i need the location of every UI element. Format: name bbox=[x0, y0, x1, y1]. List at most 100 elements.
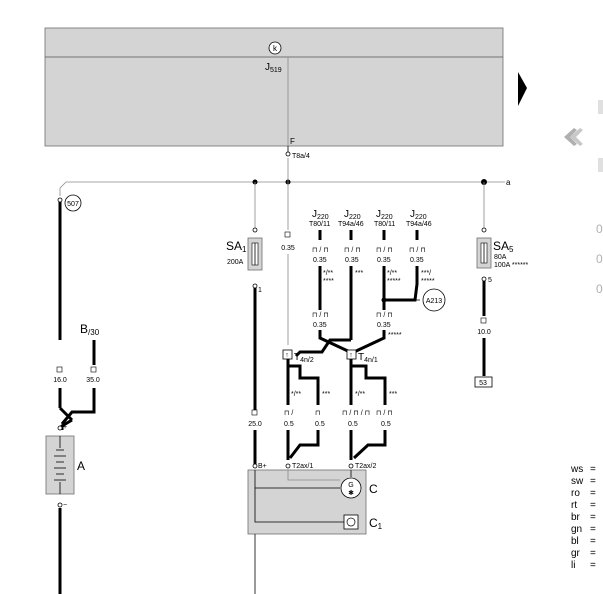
wire-16-label: 16.0 bbox=[53, 377, 67, 384]
svg-text:li: li bbox=[571, 560, 575, 571]
svg-text:B+: B+ bbox=[258, 463, 267, 470]
svg-text:⊓ / ⊓: ⊓ / ⊓ bbox=[376, 312, 393, 319]
svg-text:*/**: */** bbox=[387, 270, 397, 277]
fuse-sa5: SA5 80A 100A ****** 5 10.0 53 bbox=[474, 182, 529, 388]
svg-text:0.35: 0.35 bbox=[313, 257, 327, 264]
svg-text:5: 5 bbox=[488, 277, 492, 284]
svg-text:=: = bbox=[590, 524, 596, 535]
j519-name: J519 bbox=[265, 62, 282, 74]
svg-text:J220: J220 bbox=[376, 209, 393, 221]
wire-35-label: 35.0 bbox=[86, 377, 100, 384]
connector-t4n2: ↑ T4n/2 */** *** bbox=[282, 349, 330, 405]
svg-text:*/**: */** bbox=[323, 270, 333, 277]
svg-text:A: A bbox=[77, 459, 85, 473]
svg-text:***/: ***/ bbox=[421, 270, 431, 277]
svg-text:1: 1 bbox=[258, 287, 262, 294]
svg-text:=: = bbox=[590, 536, 596, 547]
svg-text:*/**: */** bbox=[355, 391, 365, 398]
svg-text:T2ax/1: T2ax/1 bbox=[292, 463, 314, 470]
b30-label: B/30 bbox=[80, 322, 100, 337]
svg-text:gr: gr bbox=[571, 548, 581, 559]
connector-t4n1: ↑ T4n/1 */** *** bbox=[346, 349, 397, 405]
svg-text:ws: ws bbox=[570, 464, 583, 475]
terminal-507 bbox=[64, 194, 82, 212]
battery-a: + A − bbox=[45, 424, 85, 594]
wire-05a-label: 0.5 bbox=[284, 421, 294, 428]
svg-text:sw: sw bbox=[571, 476, 584, 487]
terminal-53-box bbox=[474, 376, 493, 388]
svg-text:=: = bbox=[590, 488, 596, 499]
svg-text:200A: 200A bbox=[227, 259, 244, 266]
wire-25-label: 25.0 bbox=[248, 421, 262, 428]
svg-text:bl: bl bbox=[571, 536, 579, 547]
svg-text:ro: ro bbox=[571, 488, 580, 499]
svg-text:J220: J220 bbox=[312, 209, 329, 221]
svg-text:C: C bbox=[369, 482, 378, 496]
svg-text:G: G bbox=[348, 482, 353, 489]
svg-text:−: − bbox=[63, 502, 67, 509]
pin-f-label: F bbox=[290, 137, 295, 146]
svg-text:✱: ✱ bbox=[348, 489, 354, 497]
wire-05b-label: 0.5 bbox=[315, 421, 325, 428]
side-glyph-3: 0 bbox=[596, 282, 603, 296]
svg-text:80A: 80A bbox=[494, 254, 507, 261]
j220-0: J220 T80/11 ⊓ / ⊓ 0.35 */** **** bbox=[309, 209, 334, 310]
svg-text:=: = bbox=[590, 548, 596, 559]
svg-text:br: br bbox=[571, 512, 581, 523]
svg-text:T4n/1: T4n/1 bbox=[358, 352, 378, 364]
svg-text:J220: J220 bbox=[344, 209, 361, 221]
svg-text:+: + bbox=[63, 424, 67, 431]
svg-text:A213: A213 bbox=[426, 298, 442, 305]
control-unit-j519: k J519 bbox=[44, 27, 504, 147]
generator-c: B+ T2ax/1 T2ax/2 G ✱ C C1 bbox=[247, 463, 383, 594]
svg-text:⊓ / ⊓: ⊓ / ⊓ bbox=[312, 312, 329, 319]
svg-text:⊓ / ⊓: ⊓ / ⊓ bbox=[376, 247, 393, 254]
stars-r-label: ***** bbox=[388, 332, 402, 339]
color-legend: ws= sw= ro= rt= br= gn= bl= gr= li= bbox=[570, 464, 596, 571]
rail-a: a bbox=[59, 178, 511, 196]
svg-text:⊓ /: ⊓ / bbox=[284, 410, 293, 417]
svg-text:⊓ / ⊓: ⊓ / ⊓ bbox=[312, 247, 329, 254]
rail-label: a bbox=[506, 178, 511, 187]
svg-text:*****: ***** bbox=[421, 278, 435, 285]
wire-035-l-label: 0.35 bbox=[313, 322, 327, 329]
svg-text:****: **** bbox=[323, 278, 334, 285]
j220-2: J220 T80/11 ⊓ / ⊓ 0.35 */** ***** bbox=[374, 209, 401, 310]
side-icon-2 bbox=[598, 158, 603, 172]
wire-10-label: 10.0 bbox=[477, 329, 491, 336]
a213-symbol bbox=[422, 288, 446, 312]
svg-text:T94a/46: T94a/46 bbox=[406, 221, 432, 228]
svg-text:507: 507 bbox=[67, 201, 79, 208]
svg-text:T2ax/2: T2ax/2 bbox=[355, 463, 377, 470]
wire-035-top-label: 0.35 bbox=[281, 245, 295, 252]
svg-text:T4n/2: T4n/2 bbox=[294, 352, 314, 364]
j220-1: J220 T94a/46 ⊓ / ⊓ 0.35 *** bbox=[338, 209, 364, 340]
svg-text:100A ******: 100A ****** bbox=[494, 262, 529, 269]
play-arrow-icon[interactable] bbox=[518, 72, 527, 106]
svg-text:***: *** bbox=[389, 391, 397, 398]
svg-text:gn: gn bbox=[571, 524, 582, 535]
svg-text:⊓: ⊓ bbox=[315, 410, 320, 417]
j220-3: J220 T94a/46 ⊓ / ⊓ 0.35 ***/ ***** bbox=[384, 209, 435, 302]
svg-text:T80/11: T80/11 bbox=[309, 221, 330, 228]
svg-text:***: *** bbox=[355, 270, 363, 277]
svg-text:*/**: */** bbox=[291, 391, 301, 398]
chevron-left-icon[interactable] bbox=[564, 128, 583, 146]
svg-text:0.35: 0.35 bbox=[345, 257, 359, 264]
svg-text:T94a/46: T94a/46 bbox=[338, 221, 364, 228]
svg-text:0.35: 0.35 bbox=[410, 257, 424, 264]
svg-text:***: *** bbox=[322, 391, 330, 398]
wire-05c-label: 0.5 bbox=[348, 421, 358, 428]
t8a4-label: T8a/4 bbox=[292, 153, 310, 160]
fuse-sa1: SA1 200A 1 25.0 bbox=[226, 182, 263, 464]
svg-text:↑: ↑ bbox=[349, 352, 353, 359]
wire-05d-label: 0.5 bbox=[381, 421, 391, 428]
side-glyph-2: 0 bbox=[596, 252, 603, 266]
svg-text:=: = bbox=[590, 476, 596, 487]
svg-text:↑: ↑ bbox=[285, 352, 289, 359]
side-glyph-1: 0 bbox=[596, 222, 603, 236]
svg-text:⊓ / ⊓ / ⊓: ⊓ / ⊓ / ⊓ bbox=[342, 410, 370, 417]
svg-text:0.35: 0.35 bbox=[377, 257, 391, 264]
terminal-53: 53 bbox=[479, 380, 487, 387]
